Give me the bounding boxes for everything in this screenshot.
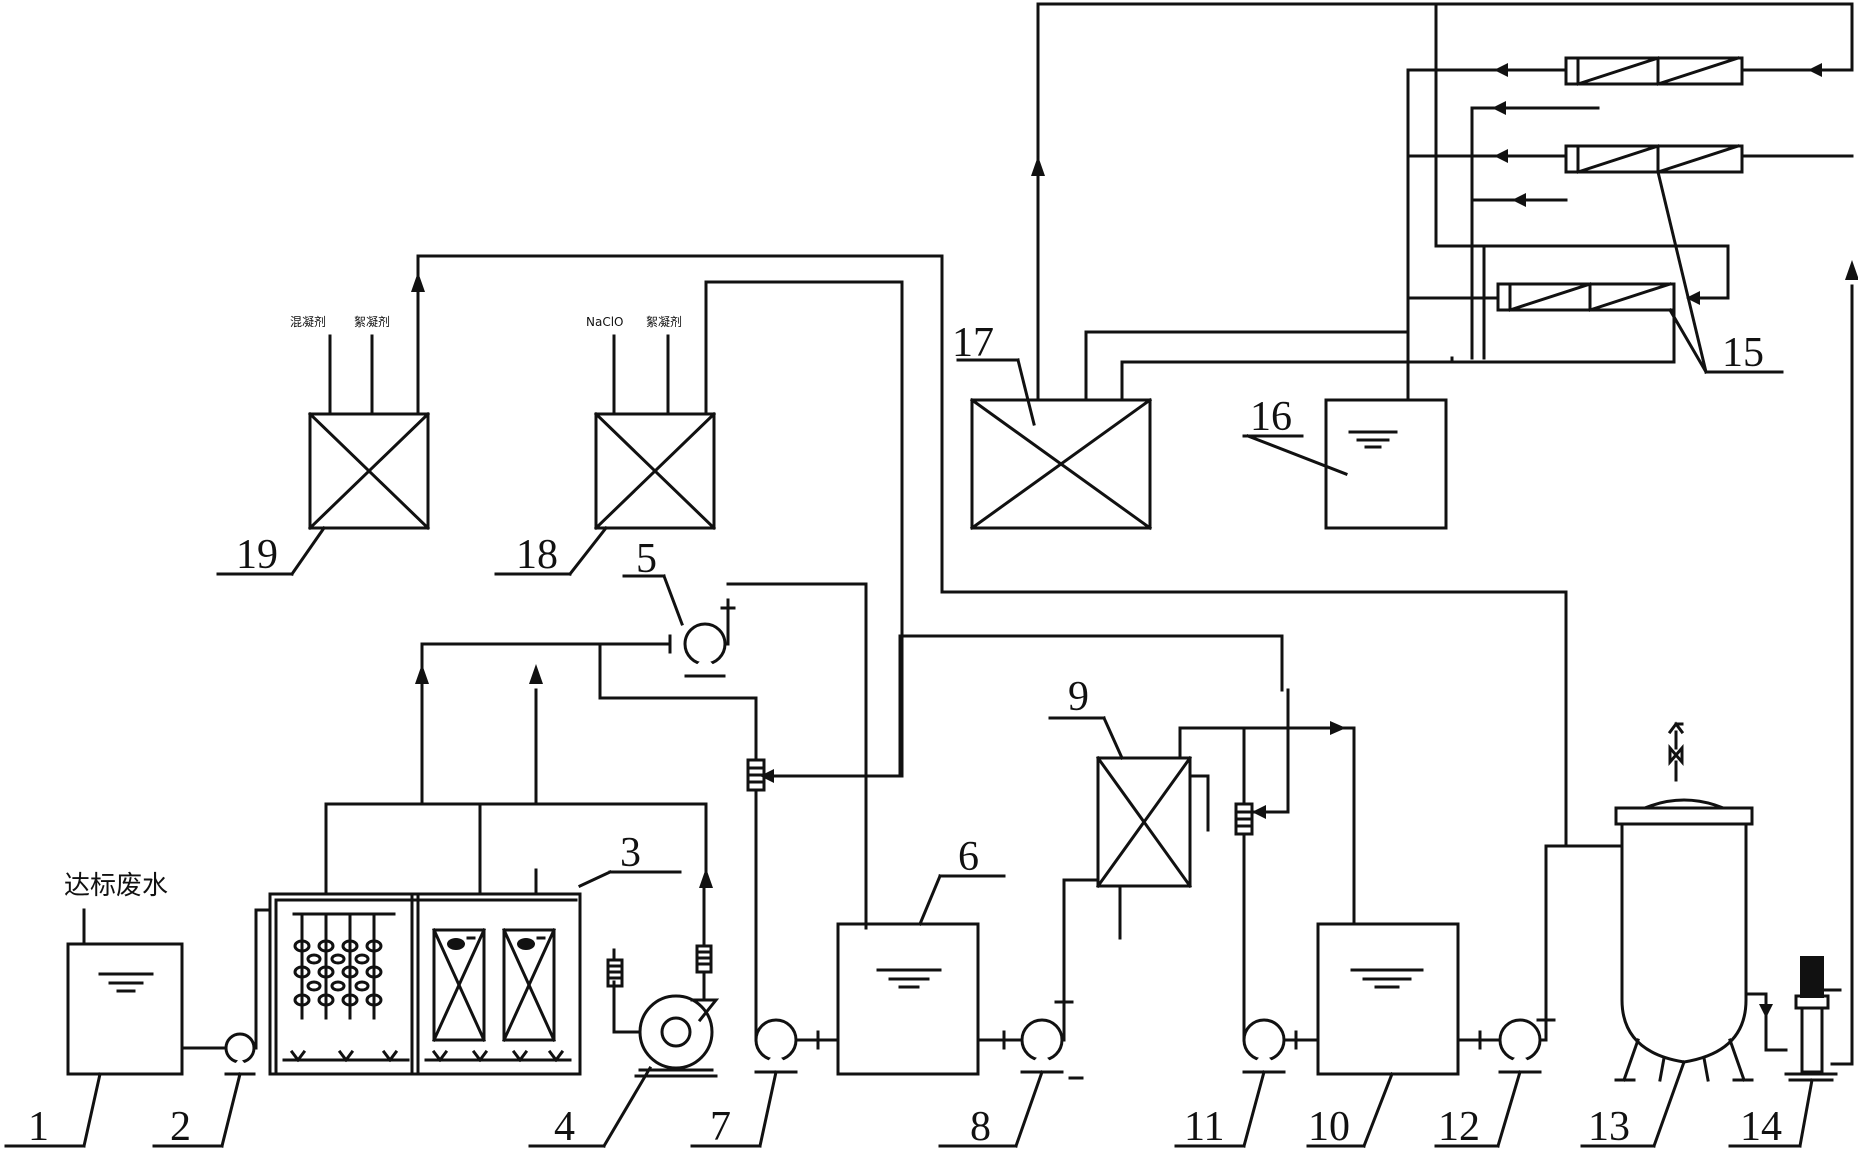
- pump-5: [683, 598, 736, 678]
- reactor-3: [268, 892, 582, 1076]
- pipe-perm-top: [1406, 68, 1568, 348]
- reagent-18-a: NaClO: [586, 315, 624, 329]
- membrane-module-bottom: [1496, 282, 1676, 312]
- label-10: 10: [1308, 1104, 1350, 1150]
- pump-8: [1020, 1018, 1084, 1080]
- label-8: 8: [970, 1104, 991, 1150]
- pipe-top-loop: [1036, 2, 1854, 402]
- pipe-5-7: [598, 642, 758, 1014]
- label-9: 9: [1068, 674, 1089, 720]
- pipe-perm-17: [1084, 330, 1410, 402]
- pipe-12-13: [1544, 844, 1624, 1042]
- blower-4: [606, 878, 720, 1078]
- pipe-2-3: [254, 908, 270, 1050]
- label-19: 19: [236, 532, 278, 578]
- arrow-up-c: [699, 868, 713, 888]
- pump-7: [754, 1010, 840, 1074]
- wastewater-tank-1: [66, 908, 184, 1076]
- pipe-loop-bottom: [1434, 2, 1730, 300]
- label-3: 3: [620, 830, 641, 876]
- arrow-up-b: [529, 664, 543, 684]
- label-14: 14: [1740, 1104, 1782, 1150]
- label-15: 15: [1722, 330, 1764, 376]
- tank-16: [1324, 398, 1448, 530]
- filter-unit-9: [1095, 755, 1210, 940]
- pressure-vessel-13: [1614, 721, 1754, 1082]
- pipe-13-14: [1744, 992, 1788, 1052]
- label-12: 12: [1438, 1104, 1480, 1150]
- pipe-9-out: [1178, 726, 1356, 760]
- reagent-18-b: 絮凝剂: [646, 314, 682, 329]
- pipe-header-5: [420, 642, 672, 692]
- membrane-module-top: [1564, 56, 1744, 86]
- unit-17: [969, 397, 1153, 531]
- label-1: 1: [28, 1104, 49, 1150]
- label-5: 5: [636, 536, 657, 582]
- reagent-19-a: 混凝剂: [290, 314, 326, 329]
- pipe-8-9: [1062, 878, 1100, 1042]
- wastewater-tank-caption: 达标废水: [64, 871, 168, 901]
- reagent-19-b: 絮凝剂: [354, 314, 390, 329]
- pipe-return-19: [416, 254, 1568, 848]
- label-13: 13: [1588, 1104, 1630, 1150]
- tank-10: [1316, 922, 1460, 1076]
- label-18: 18: [516, 532, 558, 578]
- label-17: 17: [952, 320, 994, 366]
- pipe-18-out: [704, 280, 904, 778]
- membrane-module-middle: [1564, 144, 1744, 174]
- dosing-unit-19: [307, 334, 431, 531]
- pipe-14-up: [1830, 284, 1854, 1066]
- pump-2: [224, 1032, 258, 1076]
- pipe-meter-a: [762, 634, 1284, 778]
- tank-6: [836, 922, 980, 1076]
- pipe-5-6: [726, 582, 868, 930]
- label-11: 11: [1184, 1104, 1224, 1150]
- reactor-gas-header: [324, 802, 708, 896]
- pump-11: [1242, 1018, 1320, 1074]
- label-2: 2: [170, 1104, 191, 1150]
- pump-12: [1498, 1018, 1548, 1074]
- vertical-pump-14: [1784, 956, 1842, 1082]
- pipe-meter-b: [1250, 688, 1290, 814]
- label-16: 16: [1250, 394, 1292, 440]
- pipe-conc-17: [1120, 308, 1676, 402]
- leader-lines: [4, 170, 1814, 1149]
- label-6: 6: [958, 834, 979, 880]
- dosing-unit-18: [593, 334, 717, 531]
- label-7: 7: [710, 1104, 731, 1150]
- label-4: 4: [554, 1104, 575, 1150]
- pipe-conc-top: [1470, 106, 1600, 360]
